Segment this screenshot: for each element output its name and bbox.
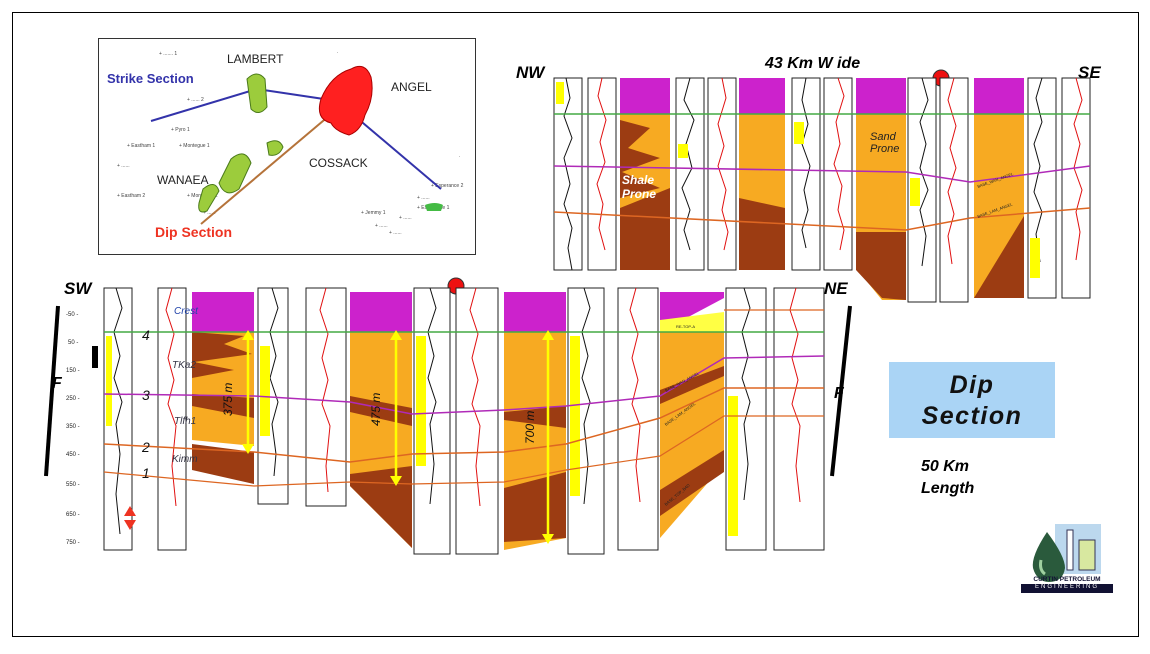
shale-prone-line1: Shale <box>622 173 654 187</box>
strike-nw-label: NW <box>516 63 546 82</box>
oil-drop-icon <box>1032 524 1101 582</box>
fault-right <box>830 305 852 477</box>
lambert-label: LAMBERT <box>227 52 284 66</box>
info-box-line1: Dip <box>949 371 995 399</box>
angel-label: ANGEL <box>391 80 432 94</box>
strike-cross-section: NW SE 43 Km W ide <box>516 55 1101 303</box>
svg-text:750 -: 750 - <box>66 540 80 546</box>
wanaea-field <box>218 153 252 194</box>
svg-text:1: 1 <box>142 465 150 481</box>
svg-text:+ ......: + ...... <box>375 223 388 229</box>
svg-text:+ Jemmy 1: + Jemmy 1 <box>361 210 386 216</box>
svg-text:.: . <box>337 49 338 55</box>
angel-field <box>318 65 373 136</box>
sand-prone-line2: Prone <box>870 143 899 155</box>
lambert-field <box>246 73 268 113</box>
svg-text:450 -: 450 - <box>66 452 80 458</box>
curtin-logo: CURTIN PETROLEUM ENGINEERING <box>1017 520 1115 596</box>
strike-width-label: 43 Km W ide <box>764 55 860 72</box>
svg-text:TKa2: TKa2 <box>172 360 196 371</box>
thickness-labels: 375 m 475 m 700 m <box>221 383 537 444</box>
svg-text:Kimm: Kimm <box>172 454 198 465</box>
svg-text:50 -: 50 - <box>68 340 78 346</box>
svg-text:475 m: 475 m <box>369 393 383 426</box>
dip-horizon-2 <box>103 387 824 463</box>
svg-text:+ ....... 1: + ....... 1 <box>159 51 177 57</box>
depth-axis: -50 - 50 - 150 - 250 - 350 - 450 - 550 -… <box>66 312 80 546</box>
double-arrow-icon <box>124 506 136 530</box>
info-box-line2: Section <box>921 402 1023 430</box>
fault-right-label: F <box>834 385 845 402</box>
dip-sw-label: SW <box>64 279 93 298</box>
dip-panels <box>192 292 724 550</box>
cossack-field <box>266 140 284 156</box>
strike-log-sand-flags <box>556 82 1040 278</box>
fault-left <box>44 305 60 477</box>
dip-horizon-3 <box>103 355 825 415</box>
svg-text:Tlfh1: Tlfh1 <box>174 416 196 427</box>
shale-prone-line2: Prone <box>622 187 656 201</box>
svg-text:250 -: 250 - <box>66 396 80 402</box>
svg-text:+ ......: + ...... <box>399 215 412 221</box>
svg-text:650 -: 650 - <box>66 512 80 518</box>
dip-log-sand-flags <box>106 336 738 536</box>
svg-text:+ Pyro 1: + Pyro 1 <box>171 127 190 133</box>
wanaea-field-south <box>198 184 220 213</box>
depth-scale-bar <box>92 346 98 368</box>
strike-section-line <box>150 87 442 190</box>
thickness-arrows <box>242 330 554 544</box>
strike-se-label: SE <box>1078 63 1101 82</box>
svg-text:+ Eastham 2: + Eastham 2 <box>117 193 145 199</box>
location-map: + ....... 1 + ...... 2 + Pyro 1 + Eastham … <box>98 38 476 255</box>
strike-section-label: Strike Section <box>107 71 194 86</box>
dip-section-info-box: Dip Section <box>889 362 1055 438</box>
dip-ne-label: NE <box>824 279 848 298</box>
wanaea-label: WANAEA <box>157 173 209 187</box>
logo-line1: CURTIN PETROLEUM <box>1033 576 1101 583</box>
svg-text:350 -: 350 - <box>66 424 80 430</box>
fault-left-label: F <box>52 375 63 392</box>
svg-text:550 -: 550 - <box>66 482 80 488</box>
svg-text:+ Esperance 2: + Esperance 2 <box>431 183 464 189</box>
svg-text:Crest: Crest <box>174 306 199 317</box>
svg-text:-50 -: -50 - <box>66 312 78 318</box>
strike-panels <box>620 78 1024 300</box>
cossack-label: COSSACK <box>309 156 368 170</box>
sand-prone-line1: Sand <box>870 131 897 143</box>
strike-horizon-base-wan <box>553 165 1091 183</box>
svg-text:2: 2 <box>141 439 150 455</box>
logo-line2: ENGINEERING <box>1021 584 1113 593</box>
svg-text:700 m: 700 m <box>523 411 537 444</box>
svg-text:+ Eastham 1: + Eastham 1 <box>127 143 155 149</box>
svg-text:+ Montegue 1: + Montegue 1 <box>179 143 210 149</box>
svg-text:+ ......: + ...... <box>117 163 130 169</box>
svg-text:+ ......: + ...... <box>203 210 216 216</box>
map-graphic: + ....... 1 + ...... 2 + Pyro 1 + Eastham … <box>107 49 464 240</box>
east-field <box>425 203 443 211</box>
svg-text:4: 4 <box>142 327 150 343</box>
horizon-numbers: 4 3 2 1 <box>141 327 150 481</box>
unit-names: Crest TKa2 Tlfh1 Kimm <box>172 306 199 465</box>
svg-text:3: 3 <box>142 387 150 403</box>
dip-cross-section: SW NE F F -50 - 50 - 150 - 250 - 350 - 4… <box>44 277 852 555</box>
strike-horizon-base-lam <box>553 207 1091 231</box>
dip-horizon-1 <box>103 415 824 487</box>
svg-text:375 m: 375 m <box>221 383 235 416</box>
svg-text:150 -: 150 - <box>66 368 80 374</box>
svg-text:+ ......: + ...... <box>389 230 402 236</box>
svg-text:RE-TOP-A: RE-TOP-A <box>676 324 695 329</box>
dip-section-map-label: Dip Section <box>155 224 232 240</box>
length-label: 50 Km Length <box>921 458 975 497</box>
svg-text:+ ......: + ...... <box>417 195 430 201</box>
svg-text:.: . <box>459 153 460 159</box>
svg-text:+ ...... 2: + ...... 2 <box>187 97 204 103</box>
